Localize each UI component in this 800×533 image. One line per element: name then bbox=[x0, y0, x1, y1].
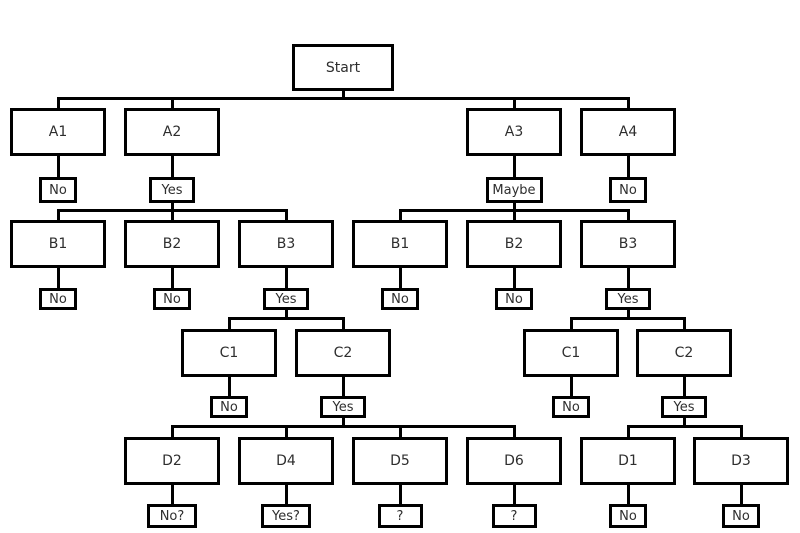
node-b2r: B2 bbox=[466, 220, 562, 268]
connector-line bbox=[682, 317, 686, 329]
edge-label-d2: No? bbox=[147, 504, 197, 528]
connector-line bbox=[626, 425, 630, 437]
connector-line bbox=[569, 317, 573, 329]
connector-line bbox=[398, 268, 402, 288]
node-a1: A1 bbox=[10, 108, 106, 156]
connector-line bbox=[398, 485, 402, 504]
node-b3l: B3 bbox=[238, 220, 334, 268]
connector-line bbox=[341, 91, 345, 100]
connector-line bbox=[284, 268, 288, 288]
connector-line bbox=[626, 209, 630, 220]
node-d5: D5 bbox=[352, 437, 448, 485]
node-d4: D4 bbox=[238, 437, 334, 485]
connector-line bbox=[569, 317, 686, 320]
connector-line bbox=[56, 209, 60, 220]
connector-line bbox=[512, 97, 516, 108]
edge-label-b3l: Yes bbox=[263, 288, 309, 310]
connector-line bbox=[626, 485, 630, 504]
connector-line bbox=[569, 377, 573, 396]
connector-line bbox=[626, 156, 630, 177]
edge-label-a2: Yes bbox=[149, 177, 195, 203]
connector-line bbox=[284, 310, 288, 320]
node-start: Start bbox=[292, 44, 394, 91]
edge-label-d5: ? bbox=[377, 504, 423, 528]
connector-line bbox=[682, 377, 686, 396]
connector-line bbox=[398, 209, 402, 220]
connector-line bbox=[227, 317, 231, 329]
connector-line bbox=[626, 425, 743, 428]
edge-label-b1l: No bbox=[39, 288, 77, 310]
node-b2l: B2 bbox=[124, 220, 220, 268]
edge-label-a3: Maybe bbox=[485, 177, 543, 203]
connector-line bbox=[56, 156, 60, 177]
edge-label-d4: Yes? bbox=[261, 504, 311, 528]
node-a4: A4 bbox=[580, 108, 676, 156]
connector-line bbox=[170, 425, 516, 428]
connector-line bbox=[284, 425, 288, 437]
edge-label-d3: No bbox=[722, 504, 760, 528]
connector-line bbox=[227, 377, 231, 396]
node-b3r: B3 bbox=[580, 220, 676, 268]
node-c1r: C1 bbox=[523, 329, 619, 377]
connector-line bbox=[512, 425, 516, 437]
connector-line bbox=[170, 425, 174, 437]
connector-line bbox=[512, 268, 516, 288]
connector-line bbox=[739, 425, 743, 437]
connector-line bbox=[512, 209, 516, 220]
connector-line bbox=[398, 425, 402, 437]
connector-line bbox=[170, 203, 174, 212]
node-d1: D1 bbox=[580, 437, 676, 485]
connector-line bbox=[170, 156, 174, 177]
node-d6: D6 bbox=[466, 437, 562, 485]
node-b1l: B1 bbox=[10, 220, 106, 268]
connector-line bbox=[56, 97, 60, 108]
connector-line bbox=[341, 377, 345, 396]
edge-label-c1l: No bbox=[210, 396, 248, 418]
node-c1l: C1 bbox=[181, 329, 277, 377]
connector-line bbox=[170, 209, 174, 220]
edge-label-d6: ? bbox=[491, 504, 537, 528]
edge-label-c2l: Yes bbox=[320, 396, 366, 418]
connector-line bbox=[284, 485, 288, 504]
connector-line bbox=[512, 485, 516, 504]
edge-label-a4: No bbox=[609, 177, 647, 203]
edge-label-b1r: No bbox=[381, 288, 419, 310]
node-d3: D3 bbox=[693, 437, 789, 485]
connector-line bbox=[512, 156, 516, 177]
connector-line bbox=[512, 203, 516, 212]
connector-line bbox=[626, 97, 630, 108]
edge-label-c1r: No bbox=[552, 396, 590, 418]
connector-line bbox=[56, 97, 630, 100]
node-a3: A3 bbox=[466, 108, 562, 156]
edge-label-b3r: Yes bbox=[605, 288, 651, 310]
connector-line bbox=[341, 317, 345, 329]
connector-line bbox=[227, 317, 345, 320]
connector-line bbox=[284, 209, 288, 220]
connector-line bbox=[170, 485, 174, 504]
node-c2r: C2 bbox=[636, 329, 732, 377]
edge-label-d1: No bbox=[609, 504, 647, 528]
node-a2: A2 bbox=[124, 108, 220, 156]
connector-line bbox=[682, 418, 686, 428]
connector-line bbox=[626, 268, 630, 288]
node-d2: D2 bbox=[124, 437, 220, 485]
connector-line bbox=[341, 418, 345, 428]
connector-line bbox=[626, 310, 630, 320]
connector-line bbox=[170, 268, 174, 288]
node-c2l: C2 bbox=[295, 329, 391, 377]
node-b1r: B1 bbox=[352, 220, 448, 268]
edge-label-b2r: No bbox=[495, 288, 533, 310]
edge-label-a1: No bbox=[39, 177, 77, 203]
edge-label-c2r: Yes bbox=[661, 396, 707, 418]
edge-label-b2l: No bbox=[153, 288, 191, 310]
connector-line bbox=[739, 485, 743, 504]
connector-line bbox=[170, 97, 174, 108]
connector-line bbox=[56, 268, 60, 288]
